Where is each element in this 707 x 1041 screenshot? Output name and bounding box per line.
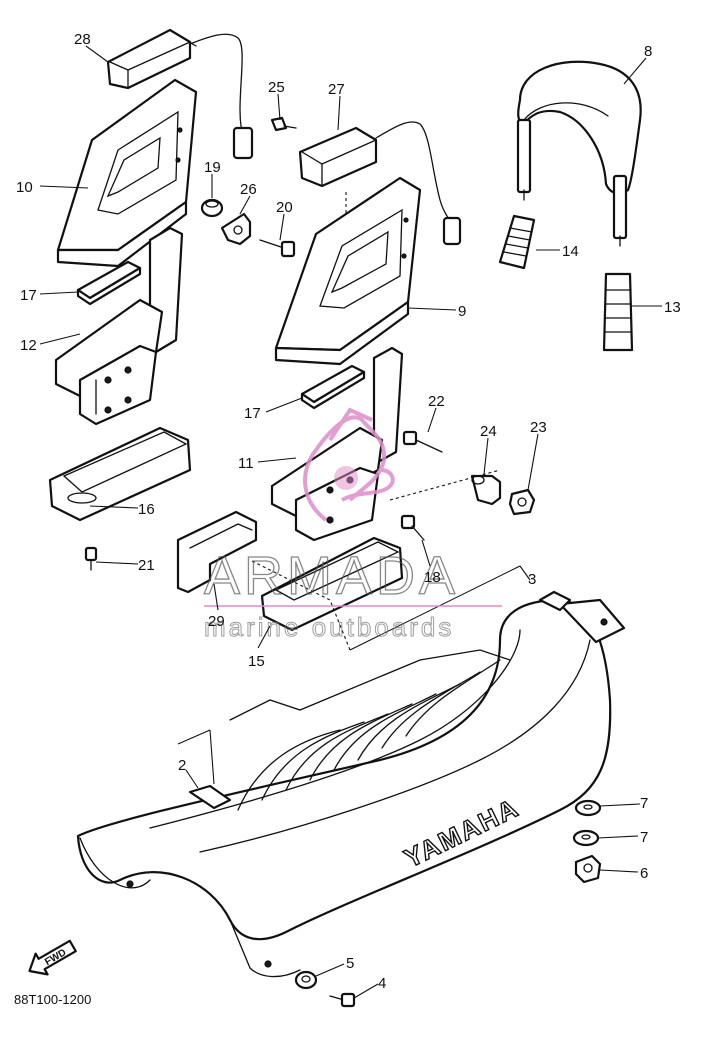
callout-12: 12 xyxy=(20,337,37,354)
callout-3: 3 xyxy=(528,571,536,588)
watermark-logo xyxy=(303,407,395,522)
cushion-15 xyxy=(260,536,404,632)
washer-7-lower xyxy=(572,829,600,847)
callout-19: 19 xyxy=(204,159,221,176)
spacer-17-upper xyxy=(76,260,142,306)
bolt-4 xyxy=(329,992,356,1008)
callout-18: 18 xyxy=(424,569,441,586)
boot-14 xyxy=(498,214,536,270)
grommet-19 xyxy=(200,198,224,218)
nut-23 xyxy=(508,488,536,516)
watermark-subtitle: marine outboards xyxy=(204,612,454,642)
cushion-16 xyxy=(48,426,192,522)
callout-15: 15 xyxy=(248,653,265,670)
callout-16: 16 xyxy=(138,501,155,518)
screw-25 xyxy=(270,116,297,132)
callout-leaders xyxy=(39,45,662,999)
washer-5 xyxy=(294,970,318,990)
backrest-8 xyxy=(516,60,642,247)
fwd-arrow: FWD xyxy=(28,939,77,976)
callout-7-lower: 7 xyxy=(640,829,648,846)
callout-14: 14 xyxy=(562,243,579,260)
callout-21: 21 xyxy=(138,557,155,574)
pad-28 xyxy=(106,28,254,160)
bracket-10 xyxy=(56,78,198,268)
watermark-title: ARMADA xyxy=(204,546,459,606)
bracket-9 xyxy=(274,176,422,366)
callout-2: 2 xyxy=(178,757,186,774)
callout-7-upper: 7 xyxy=(640,795,648,812)
clip-26 xyxy=(220,212,252,246)
callout-10: 10 xyxy=(16,179,33,196)
callout-4: 4 xyxy=(378,975,386,992)
nut-6 xyxy=(574,854,602,884)
bolt-20 xyxy=(259,239,296,258)
fwd-label: FWD xyxy=(43,947,68,968)
callout-17-lower: 17 xyxy=(244,405,261,422)
callout-8: 8 xyxy=(644,43,652,60)
assembly-lines xyxy=(177,469,521,785)
drawing-code: 88T100-1200 xyxy=(14,992,91,1007)
bolt-22 xyxy=(402,430,443,453)
bracket-12 xyxy=(54,226,184,426)
callout-24: 24 xyxy=(480,423,497,440)
callout-5: 5 xyxy=(346,955,354,972)
spacer-17-lower xyxy=(300,364,366,410)
callout-6: 6 xyxy=(640,865,648,882)
callout-28: 28 xyxy=(74,31,91,48)
callout-labels: 28 8 25 27 10 19 26 20 14 17 9 13 12 17 … xyxy=(16,31,681,992)
callout-22: 22 xyxy=(428,393,445,410)
screw-18 xyxy=(400,514,425,541)
washer-7-upper xyxy=(574,799,602,817)
cover-29 xyxy=(176,510,258,594)
callout-25: 25 xyxy=(268,79,285,96)
callout-27: 27 xyxy=(328,81,345,98)
pad-27 xyxy=(298,121,462,246)
callout-29: 29 xyxy=(208,613,225,630)
callout-11: 11 xyxy=(238,455,254,472)
screw-21 xyxy=(84,546,98,571)
callout-17-upper: 17 xyxy=(20,287,37,304)
seat-3: YAMAHA xyxy=(76,590,626,978)
callout-20: 20 xyxy=(276,199,293,216)
callout-13: 13 xyxy=(664,299,681,316)
callout-26: 26 xyxy=(240,181,257,198)
callout-9: 9 xyxy=(458,303,466,320)
pin-24 xyxy=(470,474,502,506)
bracket-11 xyxy=(270,346,404,542)
boot-13 xyxy=(602,272,634,352)
callout-23: 23 xyxy=(530,419,547,436)
